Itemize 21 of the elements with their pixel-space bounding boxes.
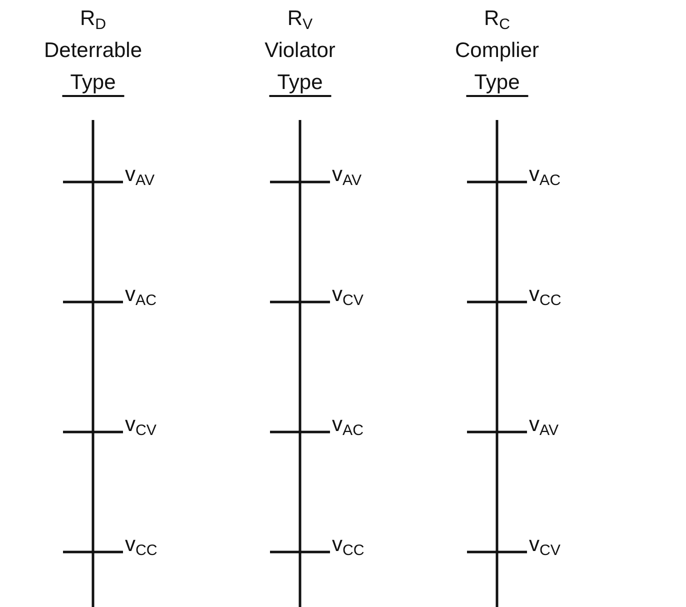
- variable-symbol: R$_{V}$: [287, 8, 313, 32]
- type-name: Complier: [454, 40, 540, 61]
- type-heading: Type: [466, 72, 528, 97]
- value-label: v$_{AC}$: [529, 164, 560, 188]
- value-label: v$_{CC}$: [332, 534, 364, 558]
- value-label: v$_{AV}$: [529, 414, 559, 438]
- type-name: Violator: [264, 40, 336, 61]
- value-label: v$_{CV}$: [125, 414, 156, 438]
- type-name: Deterrable: [44, 40, 142, 61]
- type-heading: Type: [62, 72, 124, 97]
- value-label: v$_{AV}$: [125, 164, 155, 188]
- type-heading: Type: [269, 72, 331, 97]
- value-label: v$_{CC}$: [529, 284, 562, 308]
- value-label: v$_{CV}$: [332, 284, 364, 308]
- variable-symbol: R$_{C}$: [484, 8, 510, 32]
- value-label: v$_{CC}$: [125, 534, 158, 558]
- value-label: v$_{CV}$: [529, 534, 560, 558]
- value-label: v$_{AV}$: [332, 164, 362, 188]
- variable-symbol: R$_{D}$: [80, 8, 106, 32]
- value-label: v$_{AC}$: [125, 284, 156, 308]
- value-label: v$_{AC}$: [332, 414, 364, 438]
